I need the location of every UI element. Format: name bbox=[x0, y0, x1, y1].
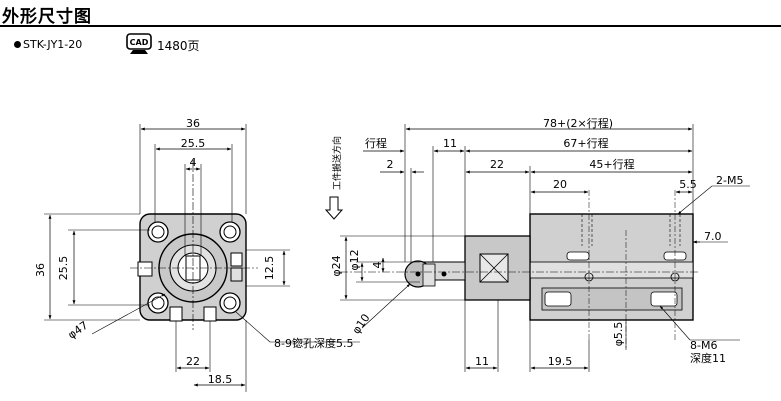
dim-body-stroke: 67+行程 bbox=[563, 137, 608, 150]
dim-width-total: 36 bbox=[186, 117, 200, 130]
down-arrow-icon bbox=[324, 196, 344, 220]
model-text: STK-JY1-20 bbox=[23, 38, 83, 51]
dim-offset-22: 22 bbox=[490, 158, 504, 171]
dim-thread: 8-M6 bbox=[690, 339, 717, 352]
dim-phi12: φ12 bbox=[348, 249, 361, 270]
dim-width-inner: 25.5 bbox=[181, 137, 206, 150]
cad-badge[interactable]: CAD bbox=[126, 33, 154, 59]
mounting-hole bbox=[219, 292, 241, 314]
mounting-hole bbox=[147, 292, 169, 314]
dim-height-total: 36 bbox=[34, 263, 47, 277]
dim-height-inner: 25.5 bbox=[57, 256, 70, 281]
dim-diameter: φ47 bbox=[66, 319, 91, 342]
cad-icon: CAD bbox=[126, 33, 152, 54]
dim-19-5: 19.5 bbox=[548, 355, 573, 368]
dim-inner-stroke: 45+行程 bbox=[589, 158, 634, 171]
page-title: 外形尺寸图 bbox=[2, 7, 92, 27]
front-view: 36 25.5 4 36 25.5 12.5 φ47 8-9锪孔深度5.5 bbox=[34, 117, 360, 392]
page-reference[interactable]: 1480页 bbox=[157, 39, 200, 53]
side-view: 工件搬送方向 bbox=[324, 117, 750, 372]
dim-bottom-inner: 22 bbox=[186, 355, 200, 368]
dim-key-width: 4 bbox=[190, 156, 197, 169]
title-rule bbox=[0, 25, 781, 27]
dim-phi24: φ24 bbox=[330, 255, 343, 276]
dim-20: 20 bbox=[553, 178, 567, 191]
dim-7-0: 7.0 bbox=[704, 230, 722, 243]
dim-5-5: 5.5 bbox=[679, 178, 697, 191]
model-label: STK-JY1-20 bbox=[14, 38, 82, 51]
dim-port: 2-M5 bbox=[716, 174, 743, 187]
dim-phi10: φ10 bbox=[350, 312, 373, 337]
cad-badge-text: CAD bbox=[130, 38, 149, 47]
dim-phi5-5: φ5.5 bbox=[612, 322, 625, 347]
transport-direction-label: 工件搬送方向 bbox=[331, 136, 343, 190]
dim-4: 4 bbox=[371, 262, 384, 269]
dim-gap-11: 11 bbox=[443, 137, 457, 150]
dim-bottom-11: 11 bbox=[475, 355, 489, 368]
mounting-hole bbox=[219, 221, 241, 243]
dim-bottom-outer: 18.5 bbox=[208, 373, 233, 386]
mounting-hole bbox=[147, 221, 169, 243]
bullet-icon bbox=[14, 41, 21, 48]
dim-offset-2: 2 bbox=[387, 158, 394, 171]
dim-overall: 78+(2×行程) bbox=[543, 117, 613, 130]
dim-counterbore: 8-9锪孔深度5.5 bbox=[274, 336, 353, 350]
dim-stroke: 行程 bbox=[365, 137, 387, 150]
dim-thread-depth: 深度11 bbox=[690, 351, 726, 365]
dim-height-right: 12.5 bbox=[263, 256, 276, 281]
